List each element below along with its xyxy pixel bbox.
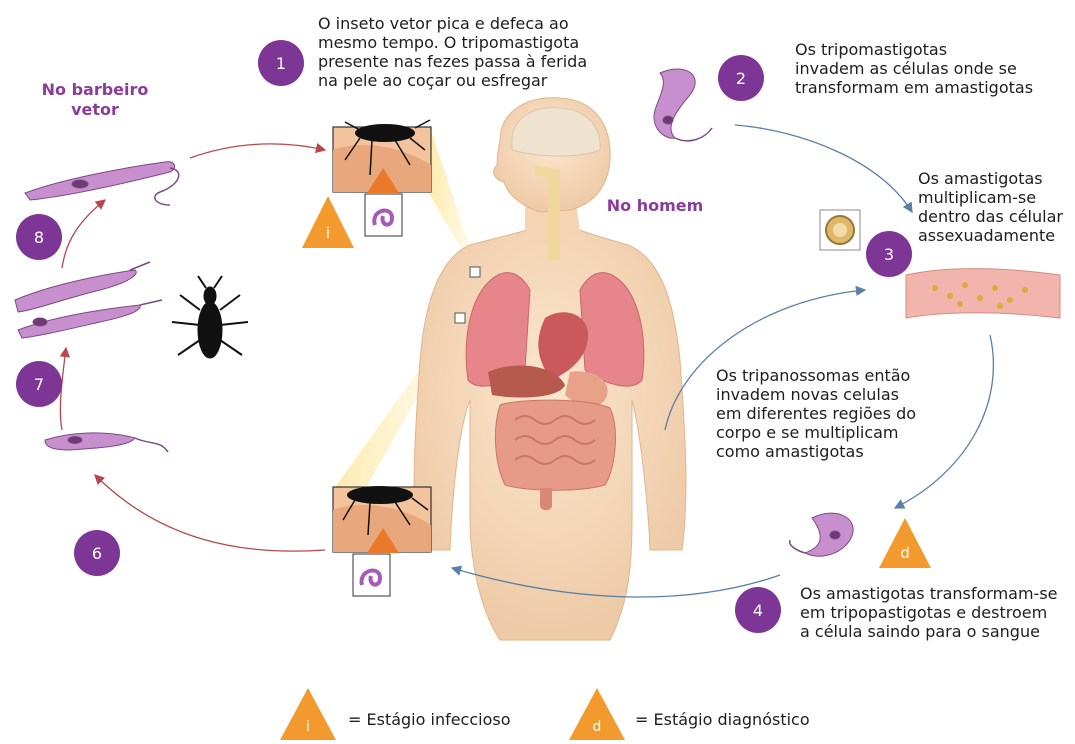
trypomastigote-8: [25, 162, 179, 205]
arrow-2-to-3: [735, 125, 912, 212]
step-circle-8: 8: [16, 214, 62, 260]
step-circle-1: 1: [258, 40, 304, 86]
trypomastigote-4: [790, 513, 854, 556]
infective-stage-triangle: i: [302, 196, 354, 248]
step-circle-3: 3: [866, 231, 912, 277]
diagnostic-stage-triangle: d: [879, 518, 931, 568]
legend-diagnostic-label: = Estágio diagnóstico: [635, 710, 810, 729]
trypomastigote-6: [45, 433, 168, 452]
amastigote-cell-icon: [820, 210, 860, 250]
region-label-vector: No barbeiro vetor: [20, 80, 170, 120]
legend-infective-symbol: i: [306, 719, 310, 735]
step-circle-7: 7: [16, 361, 62, 407]
bite-inset-upper: [333, 120, 431, 236]
epimastigotes-7: [15, 262, 162, 338]
infected-tissue: [906, 269, 1060, 318]
arrow-lower-bite-to-6: [95, 475, 325, 551]
region-label-human: No homem: [590, 196, 720, 216]
infective-marker-text: i: [326, 224, 330, 242]
step-3-text: Os amastigotas multiplicam-se dentro das…: [918, 169, 1063, 245]
step-circle-4: 4: [735, 587, 781, 633]
step-circle-2: 2: [718, 55, 764, 101]
diagnostic-marker-text: d: [900, 544, 910, 562]
legend-diagnostic-triangle: d: [569, 688, 625, 740]
middle-description-text: Os tripanossomas então invadem novas cel…: [716, 366, 916, 461]
kissing-bug-silhouette: [172, 276, 248, 358]
bite-inset-lower: [333, 486, 431, 596]
arrow-8-to-1: [190, 144, 325, 158]
step-circle-6: 6: [74, 530, 120, 576]
step-4-text: Os amastigotas transformam-se em tripopa…: [800, 584, 1058, 641]
legend-infective-label: = Estágio infeccioso: [348, 710, 511, 729]
legend-infective-triangle: i: [280, 688, 336, 740]
legend-diagnostic-symbol: d: [593, 719, 602, 735]
step-1-text: O inseto vetor pica e defeca ao mesmo te…: [318, 14, 587, 90]
human-body-illustration: [414, 98, 686, 640]
arrow-7-to-8: [62, 200, 105, 268]
step-2-text: Os tripomastigotas invadem as células on…: [795, 40, 1033, 97]
trypomastigote-2: [654, 69, 712, 141]
